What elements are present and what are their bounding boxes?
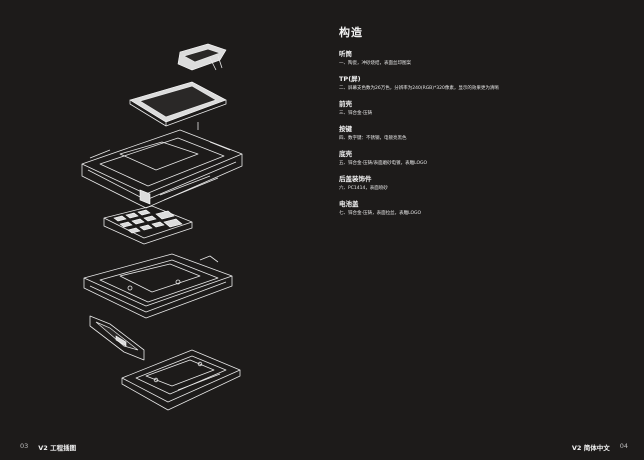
page-title: 构造	[339, 26, 363, 39]
section-description: 四、数字键：不锈钢，电镀亮黑色	[339, 136, 407, 141]
section-screen: TP(屏) 二、屏幕支色数为26万色，分辨率为240(RGB)*320像素，显示…	[339, 73, 629, 91]
front-shell-part	[81, 129, 243, 209]
section-description: 七、锌合金-压铸，表面拉丝，表雕LOGO	[339, 211, 422, 216]
footer-label: V2 简体中文	[571, 444, 610, 452]
bottom-shell-part	[83, 253, 233, 319]
page-number: 04	[619, 442, 628, 450]
section-back-decoration: 后盖装饰件 六、PC1414，表面喷砂	[339, 173, 629, 191]
back-decoration-part	[89, 315, 145, 361]
section-description: 二、屏幕支色数为26万色，分辨率为240(RGB)*320像素，显示的效果更为清…	[339, 86, 499, 91]
section-title: 前壳	[339, 100, 352, 108]
section-keypad: 按键 四、数字键：不锈钢，电镀亮黑色	[339, 123, 629, 141]
footer-label: V2 工程插图	[38, 444, 77, 452]
footer-right: V2 简体中文 04	[572, 442, 628, 452]
section-description: 一、陶瓷，冲砂烧结，表面丝印图案	[339, 61, 411, 66]
exploded-view-illustration	[81, 43, 243, 411]
section-title: 底壳	[339, 150, 352, 158]
footer-left: 03 V2 工程插图	[20, 442, 76, 452]
page-number: 03	[20, 442, 29, 450]
section-title: TP(屏)	[339, 75, 361, 83]
section-front-shell: 前壳 三、锌合金-压铸	[339, 98, 629, 116]
screen-part	[129, 81, 227, 130]
section-title: 电池盖	[339, 200, 359, 208]
section-title: 后盖装饰件	[339, 175, 372, 183]
section-title: 听筒	[339, 50, 352, 58]
section-earpiece: 听筒 一、陶瓷，冲砂烧结，表面丝印图案	[339, 48, 629, 66]
section-bottom-shell: 底壳 五、锌合金-压铸/表面磨砂电镀，表雕LOGO	[339, 148, 629, 166]
spec-panel: 构造 听筒 一、陶瓷，冲砂烧结，表面丝印图案 TP(屏) 二、屏幕支色数为26万…	[339, 24, 629, 223]
earpiece-part	[177, 43, 227, 71]
keypad-part	[103, 205, 193, 245]
section-battery-cover: 电池盖 七、锌合金-压铸，表面拉丝，表雕LOGO	[339, 198, 629, 216]
section-description: 六、PC1414，表面喷砂	[339, 186, 388, 191]
section-description: 五、锌合金-压铸/表面磨砂电镀，表雕LOGO	[339, 161, 428, 166]
battery-cover-part	[121, 349, 241, 411]
section-title: 按键	[339, 125, 352, 133]
section-description: 三、锌合金-压铸	[339, 111, 373, 116]
